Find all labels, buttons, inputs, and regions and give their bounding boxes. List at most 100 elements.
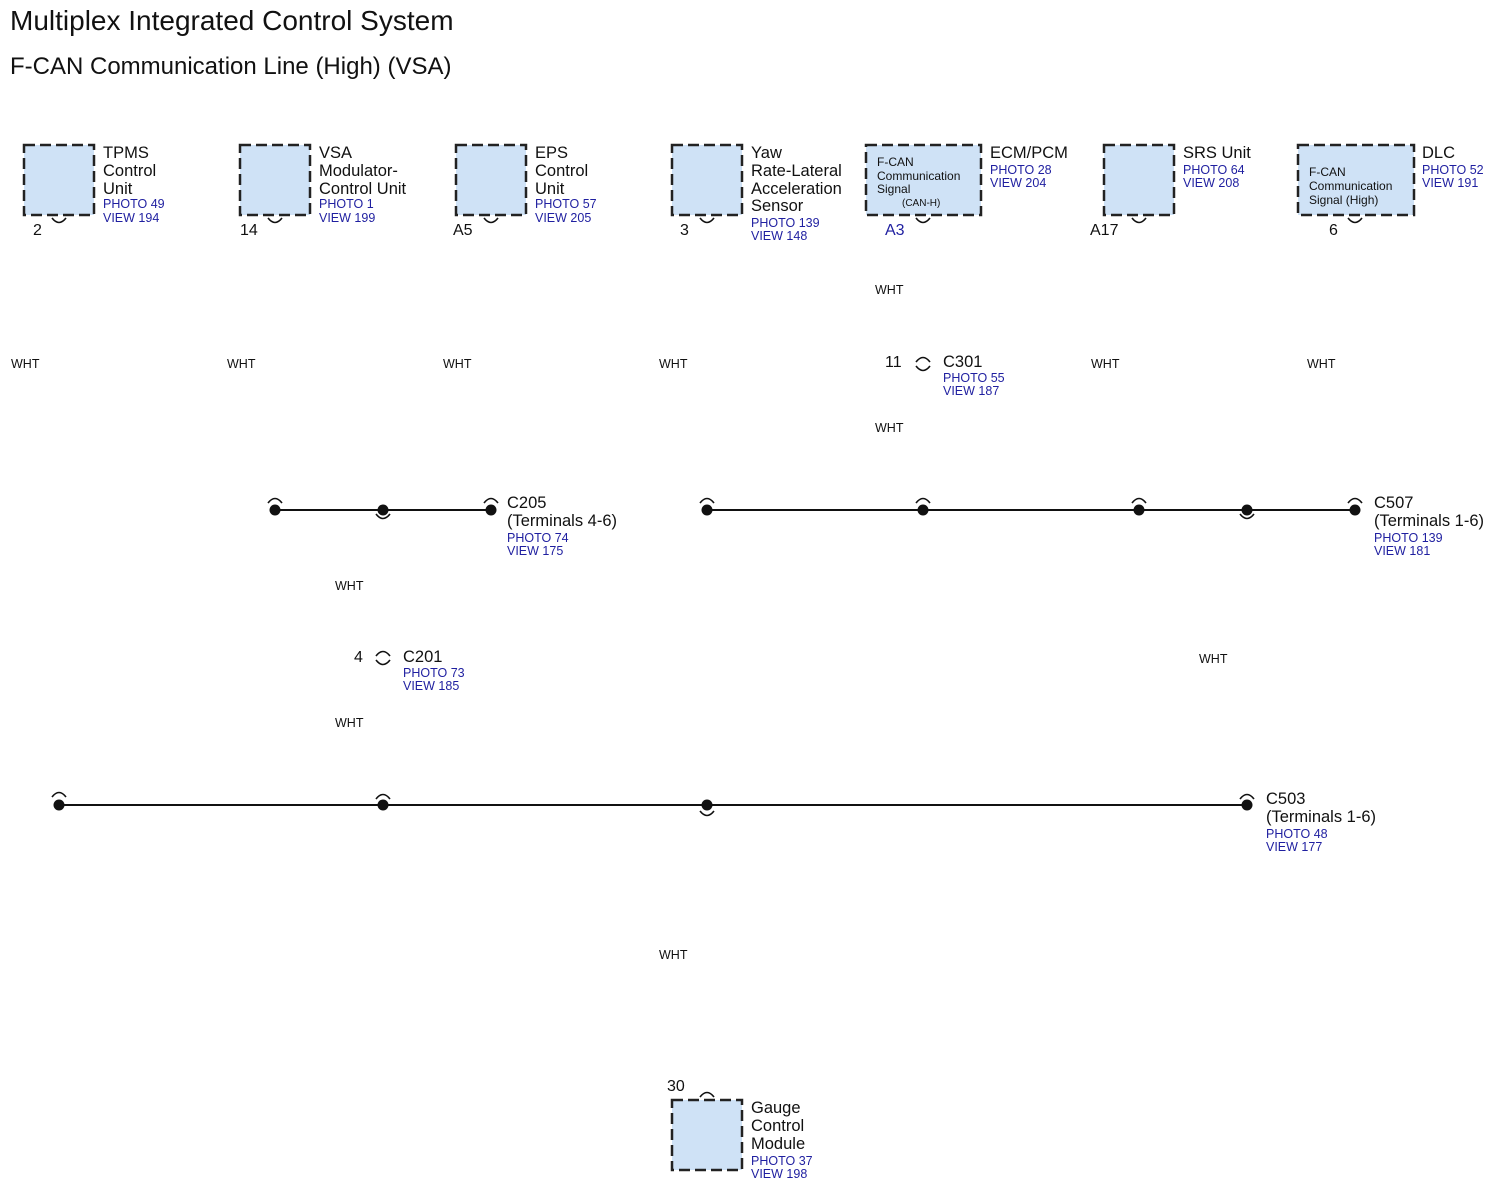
vsa-pin-number: 14 bbox=[240, 222, 258, 239]
tpms-name-line-3: Unit bbox=[103, 180, 133, 198]
ecm-view-ref: VIEW 204 bbox=[990, 176, 1046, 190]
ecm-pin-number: A3 bbox=[885, 222, 905, 239]
yaw-photo-ref: PHOTO 139 bbox=[751, 216, 820, 230]
dlc-inner-line-2: Communication bbox=[1309, 179, 1392, 193]
vsa-view-ref: VIEW 199 bbox=[319, 211, 375, 225]
wire-terminal bbox=[915, 365, 931, 372]
srs-pin-number: A17 bbox=[1090, 222, 1119, 239]
tpms-control-unit-box bbox=[22, 143, 96, 217]
c507-view-ref: VIEW 181 bbox=[1374, 544, 1430, 558]
wires-layer bbox=[51, 217, 1363, 1098]
wire-terminal bbox=[375, 650, 391, 657]
connector-c301: 11 C301 PHOTO 55 VIEW 187 bbox=[885, 353, 1005, 398]
wire-terminal bbox=[267, 217, 283, 224]
page-title: Multiplex Integrated Control System bbox=[10, 5, 454, 36]
tpms-name-line-2: Control bbox=[103, 162, 156, 180]
dlc-name: DLC bbox=[1422, 144, 1455, 162]
splice-dot bbox=[701, 799, 713, 811]
wire-color-label: WHT bbox=[875, 283, 904, 297]
c503-view-ref: VIEW 177 bbox=[1266, 840, 1322, 854]
gauge-photo-ref: PHOTO 37 bbox=[751, 1154, 813, 1168]
srs-view-ref: VIEW 208 bbox=[1183, 176, 1239, 190]
splice-dot bbox=[269, 504, 281, 516]
yaw-name-line-2: Rate-Lateral bbox=[751, 162, 842, 180]
ecm-photo-ref: PHOTO 28 bbox=[990, 163, 1052, 177]
gauge-name-line-3: Module bbox=[751, 1135, 805, 1153]
eps-photo-ref: PHOTO 57 bbox=[535, 197, 597, 211]
eps-name-line-2: Control bbox=[535, 162, 588, 180]
wire-terminal bbox=[1347, 497, 1363, 504]
vsa-name-line-3: Control Unit bbox=[319, 180, 407, 198]
c201-pin-number: 4 bbox=[354, 649, 363, 666]
gauge-name-line-2: Control bbox=[751, 1117, 804, 1135]
wire-terminal bbox=[51, 217, 67, 224]
splice-dot bbox=[1241, 799, 1253, 811]
c205-photo-ref: PHOTO 74 bbox=[507, 531, 569, 545]
c507-name: C507 bbox=[1374, 494, 1413, 512]
wire-terminal bbox=[1239, 513, 1255, 520]
tpms-pin-number: 2 bbox=[33, 222, 42, 239]
c503-photo-ref: PHOTO 48 bbox=[1266, 827, 1328, 841]
splice-dot bbox=[377, 504, 389, 516]
splice-dot bbox=[1349, 504, 1361, 516]
dlc-inner-line-1: F-CAN bbox=[1309, 165, 1346, 179]
eps-pin-number: A5 bbox=[453, 222, 473, 239]
ecm-inner-line-2: Communication bbox=[877, 169, 960, 183]
srs-photo-ref: PHOTO 64 bbox=[1183, 163, 1245, 177]
eps-view-ref: VIEW 205 bbox=[535, 211, 591, 225]
c301-view-ref: VIEW 187 bbox=[943, 384, 999, 398]
c507-terminals: (Terminals 1-6) bbox=[1374, 512, 1484, 530]
wire-terminal bbox=[915, 217, 931, 224]
wire-color-label: WHT bbox=[335, 716, 364, 730]
wire-color-label: WHT bbox=[875, 421, 904, 435]
wire-terminal bbox=[699, 1091, 715, 1098]
dlc: F-CAN Communication Signal (High) DLC PH… bbox=[1296, 143, 1484, 239]
gauge-control-module-box bbox=[670, 1098, 744, 1172]
splice-dot bbox=[377, 799, 389, 811]
ecm-pcm-box bbox=[864, 143, 983, 217]
dlc-inner-line-3: Signal (High) bbox=[1309, 193, 1378, 207]
c301-pin-number: 11 bbox=[885, 354, 902, 371]
ecm-inner-line-4: (CAN-H) bbox=[902, 198, 940, 209]
wire-terminal bbox=[51, 791, 67, 798]
wire-color-label: WHT bbox=[1307, 357, 1336, 371]
connector-c507: C507 (Terminals 1-6) PHOTO 139 VIEW 181 bbox=[1374, 494, 1484, 558]
wire-color-label: WHT bbox=[443, 357, 472, 371]
wire-color-label: WHT bbox=[659, 357, 688, 371]
connector-c205: C205 (Terminals 4-6) PHOTO 74 VIEW 175 bbox=[507, 494, 617, 558]
gauge-pin-number: 30 bbox=[667, 1078, 685, 1095]
vsa-name-line-1: VSA bbox=[319, 144, 352, 162]
vsa-photo-ref: PHOTO 1 bbox=[319, 197, 374, 211]
tpms-view-ref: VIEW 194 bbox=[103, 211, 159, 225]
gauge-control-module: Gauge Control Module PHOTO 37 VIEW 198 3… bbox=[667, 1078, 813, 1181]
gauge-name-line-1: Gauge bbox=[751, 1099, 801, 1117]
yaw-rate-sensor: Yaw Rate-Lateral Acceleration Sensor PHO… bbox=[670, 143, 842, 243]
wire-terminal bbox=[915, 497, 931, 504]
splice-dot bbox=[53, 799, 65, 811]
yaw-name-line-1: Yaw bbox=[751, 144, 782, 162]
c201-view-ref: VIEW 185 bbox=[403, 679, 459, 693]
c507-photo-ref: PHOTO 139 bbox=[1374, 531, 1443, 545]
c205-name: C205 bbox=[507, 494, 546, 512]
dlc-photo-ref: PHOTO 52 bbox=[1422, 163, 1484, 177]
vsa-modulator-control-unit: VSA Modulator- Control Unit PHOTO 1 VIEW… bbox=[238, 143, 407, 239]
dlc-box bbox=[1296, 143, 1416, 217]
wire-terminal bbox=[483, 497, 499, 504]
connector-c503: C503 (Terminals 1-6) PHOTO 48 VIEW 177 bbox=[1266, 790, 1376, 854]
c301-name: C301 bbox=[943, 353, 982, 371]
c503-name: C503 bbox=[1266, 790, 1305, 808]
connector-c201: 4 C201 PHOTO 73 VIEW 185 bbox=[354, 648, 465, 693]
wire-terminal bbox=[1131, 497, 1147, 504]
wire-terminal bbox=[375, 659, 391, 666]
wire-terminal bbox=[915, 356, 931, 363]
tpms-control-unit: TPMS Control Unit PHOTO 49 VIEW 194 2 bbox=[22, 143, 165, 239]
dlc-pin-number: 6 bbox=[1329, 222, 1338, 239]
wire-terminal bbox=[1347, 217, 1363, 224]
ecm-inner-line-3: Signal bbox=[877, 182, 910, 196]
c201-name: C201 bbox=[403, 648, 442, 666]
c205-terminals: (Terminals 4-6) bbox=[507, 512, 617, 530]
splice-dot bbox=[1133, 504, 1145, 516]
eps-name-line-1: EPS bbox=[535, 144, 568, 162]
srs-name: SRS Unit bbox=[1183, 144, 1251, 162]
wire-terminal bbox=[699, 497, 715, 504]
